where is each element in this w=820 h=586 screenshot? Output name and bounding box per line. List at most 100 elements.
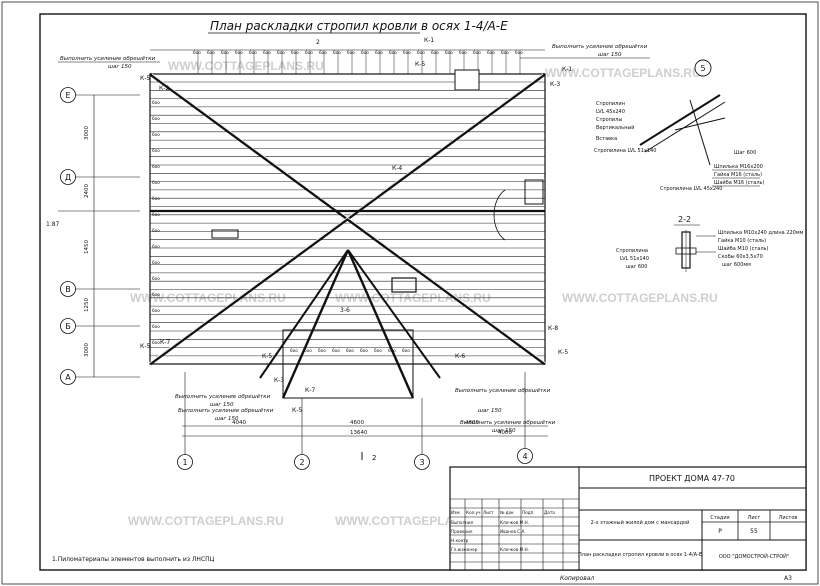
rafter-spacing-label: 6оо: [375, 50, 383, 55]
detail-2-2-left-2: шаг 600: [626, 264, 647, 270]
row-axes: Е Д 1.87 В Б А 3000 2400 1450: [46, 87, 140, 385]
valley-right: [347, 249, 441, 379]
title-block-header-cell: Подп.: [522, 510, 535, 515]
rafter-spacing-label: 6оо: [347, 50, 355, 55]
rafter-spacing-label: 6оо: [374, 348, 382, 353]
watermark-1: WWW.COTTAGEPLANS.RU: [168, 59, 324, 73]
detail-5-rafter-a: [639, 94, 721, 146]
rafter-spacing-label: 6оо: [152, 308, 160, 313]
detail-5-vertical: [689, 99, 711, 166]
axis-row-g: 1.87: [46, 210, 140, 228]
sheet-name: План раскладки стропил кровли в осях 1-4…: [578, 552, 702, 558]
bottom-dim-2: 4600: [350, 420, 364, 426]
tag-k2-left: К-2: [159, 85, 169, 92]
title-block-role: Выполнил: [451, 520, 474, 525]
detail-2-2-right-4: шаг 600мм: [722, 262, 751, 268]
axis-col-4-bubble: [517, 448, 533, 464]
rafter-spacing-label: 6оо: [305, 50, 313, 55]
rafter-spacing-label: 6оо: [346, 348, 354, 353]
rafter-spacing-label: 6оо: [152, 292, 160, 297]
detail-2-2-right-2: Шайба М10 (сталь): [718, 245, 768, 252]
rafter-spacing-label: 6оо: [501, 50, 509, 55]
rafter-spacing-label: 6оо: [361, 50, 369, 55]
tag-k5-bay-left: К-5: [262, 353, 272, 360]
detail-2-2-right-0: Шпилька М10х240 длина 220мм: [718, 230, 804, 236]
title-block-signatory: Иванов С.А.: [500, 529, 526, 534]
rafter-spacing-label: 6оо: [487, 50, 495, 55]
title-block-header-cell: Кол.уч: [466, 510, 481, 515]
rafter-spacing-label: 6оо: [417, 50, 425, 55]
title-block-header-cell: Лист: [483, 510, 494, 515]
tag-k3-bay: К-3: [274, 377, 284, 384]
axis-row-d: Д: [60, 169, 140, 185]
rafter-spacing-label: 6оо: [152, 212, 160, 217]
axis-col-3-bubble: [414, 454, 430, 470]
rafter-spacing-label: 6оо: [152, 100, 160, 105]
tag-k1-right: К-1: [562, 66, 572, 73]
axis-row-v: В: [60, 281, 140, 297]
title-block-header-cell: № док: [500, 510, 514, 515]
tag-k5-bay-bottom: К-5: [292, 407, 302, 414]
rafter-spacing-label: 6оо: [152, 276, 160, 281]
inner-frame: [39, 13, 807, 571]
rafter-spacing-label: 6оо: [152, 324, 160, 329]
rafter-spacing-label: 6оо: [402, 348, 410, 353]
rafter-spacing-label: 6оо: [152, 196, 160, 201]
rafter-spacing-label: 6оо: [152, 116, 160, 121]
valley-left: [259, 249, 349, 379]
rafter-spacing-label: 6оо: [515, 50, 523, 55]
rafter-spacing-label: 6оо: [318, 348, 326, 353]
tag-k5-bottom-right: К-5: [558, 349, 568, 356]
rafter-spacing-label: 6оо: [360, 348, 368, 353]
rafter-spacing-label: 6оо: [403, 50, 411, 55]
rafter-spacing-label: 6оо: [221, 50, 229, 55]
rafter-spacing-label: 6оо: [431, 50, 439, 55]
callout-bottom-right-1-sub: шаг 150: [478, 408, 502, 414]
tag-k7-bay: К-7: [305, 387, 315, 394]
detail-2-2-right-1: Гайка М10 (сталь): [718, 237, 766, 244]
detail-2-2-left-0: Стропилина: [616, 248, 648, 254]
tag-k8: К-8: [548, 325, 558, 332]
detail-5-number: 5: [700, 64, 705, 73]
detail-5-label-1: LVL 45х240: [596, 109, 625, 115]
rafter-spacing-label: 6оо: [473, 50, 481, 55]
company-name: ООО "ДОМОСТРОЙ-СТРОЙ": [719, 553, 789, 560]
title-block-signatory: Клочков М.Н.: [500, 547, 529, 552]
axis-row-e-label: Е: [65, 91, 70, 100]
detail-5-label-3: Вертикальный: [596, 124, 635, 131]
axis-row-e: Е: [60, 87, 140, 103]
detail-5-label-7: Стропилина LVL 45х240: [660, 186, 722, 192]
axis-row-d-label: Д: [65, 173, 71, 182]
bottom-dim-total: 13640: [350, 430, 368, 436]
rafter-plan: 6оо 6оо 6оо 6оо 6оо 6оо 6оо 6оо 6оо 6оо 6оо 6оо 6оо 6…: [147, 49, 548, 399]
detail-5-rafter-b: [644, 101, 726, 153]
rafter-spacing-label: 6оо: [319, 50, 327, 55]
detail-2-2-left-1: LVL 51х140: [620, 256, 649, 262]
rafter-lines: [150, 81, 545, 357]
title-block-signatory: Клочков М.Н.: [500, 520, 529, 525]
rafter-spacing-label: 6оо: [249, 50, 257, 55]
title-block-role: Гл.инженер: [451, 547, 478, 552]
axis-col-3-label: 3: [419, 458, 424, 467]
axis-col-1-label: 1: [182, 458, 187, 467]
detail-5-right-0: Шпилька М16х200: [714, 164, 763, 170]
bottom-dim-4: 4000: [498, 430, 512, 436]
rafter-spacing-label: 6оо: [152, 148, 160, 153]
detail-5-right-1: Гайка М16 (сталь): [714, 171, 762, 178]
callout-bottom-right-2: Выполнить усиление обрешётки: [460, 420, 556, 426]
tag-k4: К-4: [392, 165, 402, 172]
rafter-spacing-label: 6оо: [263, 50, 271, 55]
rafter-spacing-label: 6оо: [152, 164, 160, 169]
tag-k5-top-left: К-5: [140, 75, 150, 82]
rafter-spacing-label: 6оо: [152, 228, 160, 233]
left-dim-3: 1450: [84, 240, 90, 254]
hip-rafters: [147, 72, 548, 399]
detail-2-2: 2-2 Стропилина LVL 51х140 шаг 600 Шпильк…: [616, 215, 804, 272]
rafter-spacing-label: 6оо: [445, 50, 453, 55]
left-dim-2: 2400: [84, 184, 90, 198]
rafter-spacing-label: 6оо: [277, 50, 285, 55]
rafter-spacing-label: 6оо: [291, 50, 299, 55]
